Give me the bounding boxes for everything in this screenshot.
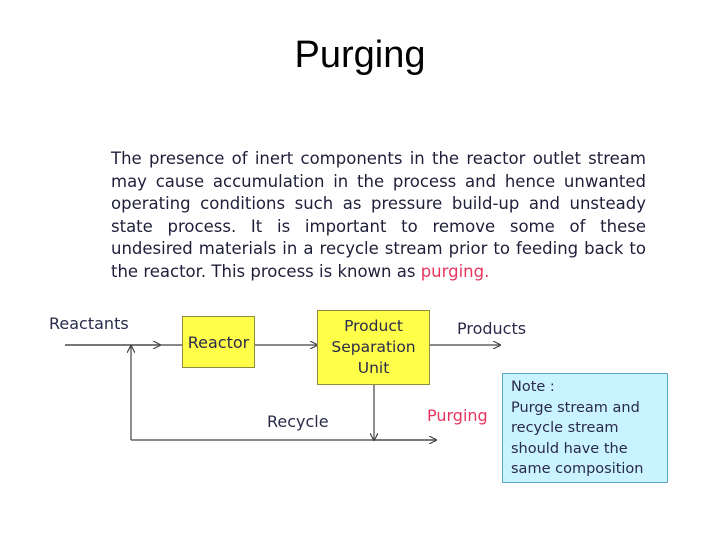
- note-line-4: same composition: [511, 461, 644, 477]
- separation-label-3: Unit: [357, 359, 390, 377]
- description-text: The presence of inert components in the …: [111, 149, 646, 281]
- note-line-3: should have the: [511, 440, 628, 457]
- reactants-label: Reactants: [49, 314, 129, 333]
- note-line-1: Purge stream and: [511, 399, 640, 416]
- recycle-label: Recycle: [267, 412, 329, 431]
- note-heading: Note :: [511, 379, 555, 395]
- reactor-label: Reactor: [187, 332, 250, 352]
- purging-highlight: purging.: [420, 261, 490, 281]
- page-title: Purging: [294, 34, 426, 76]
- note-line-2: recycle stream: [511, 420, 619, 436]
- products-label: Products: [457, 319, 527, 338]
- separation-unit-box: Product Separation Unit: [317, 310, 430, 385]
- description-paragraph: The presence of inert components in the …: [111, 148, 646, 284]
- note-box: Note : Purge stream and recycle stream s…: [502, 373, 668, 483]
- reactor-box: Reactor: [182, 316, 255, 368]
- separation-label-2: Separation: [331, 338, 416, 356]
- purging-label: Purging: [427, 406, 488, 425]
- separation-label-1: Product: [344, 317, 403, 335]
